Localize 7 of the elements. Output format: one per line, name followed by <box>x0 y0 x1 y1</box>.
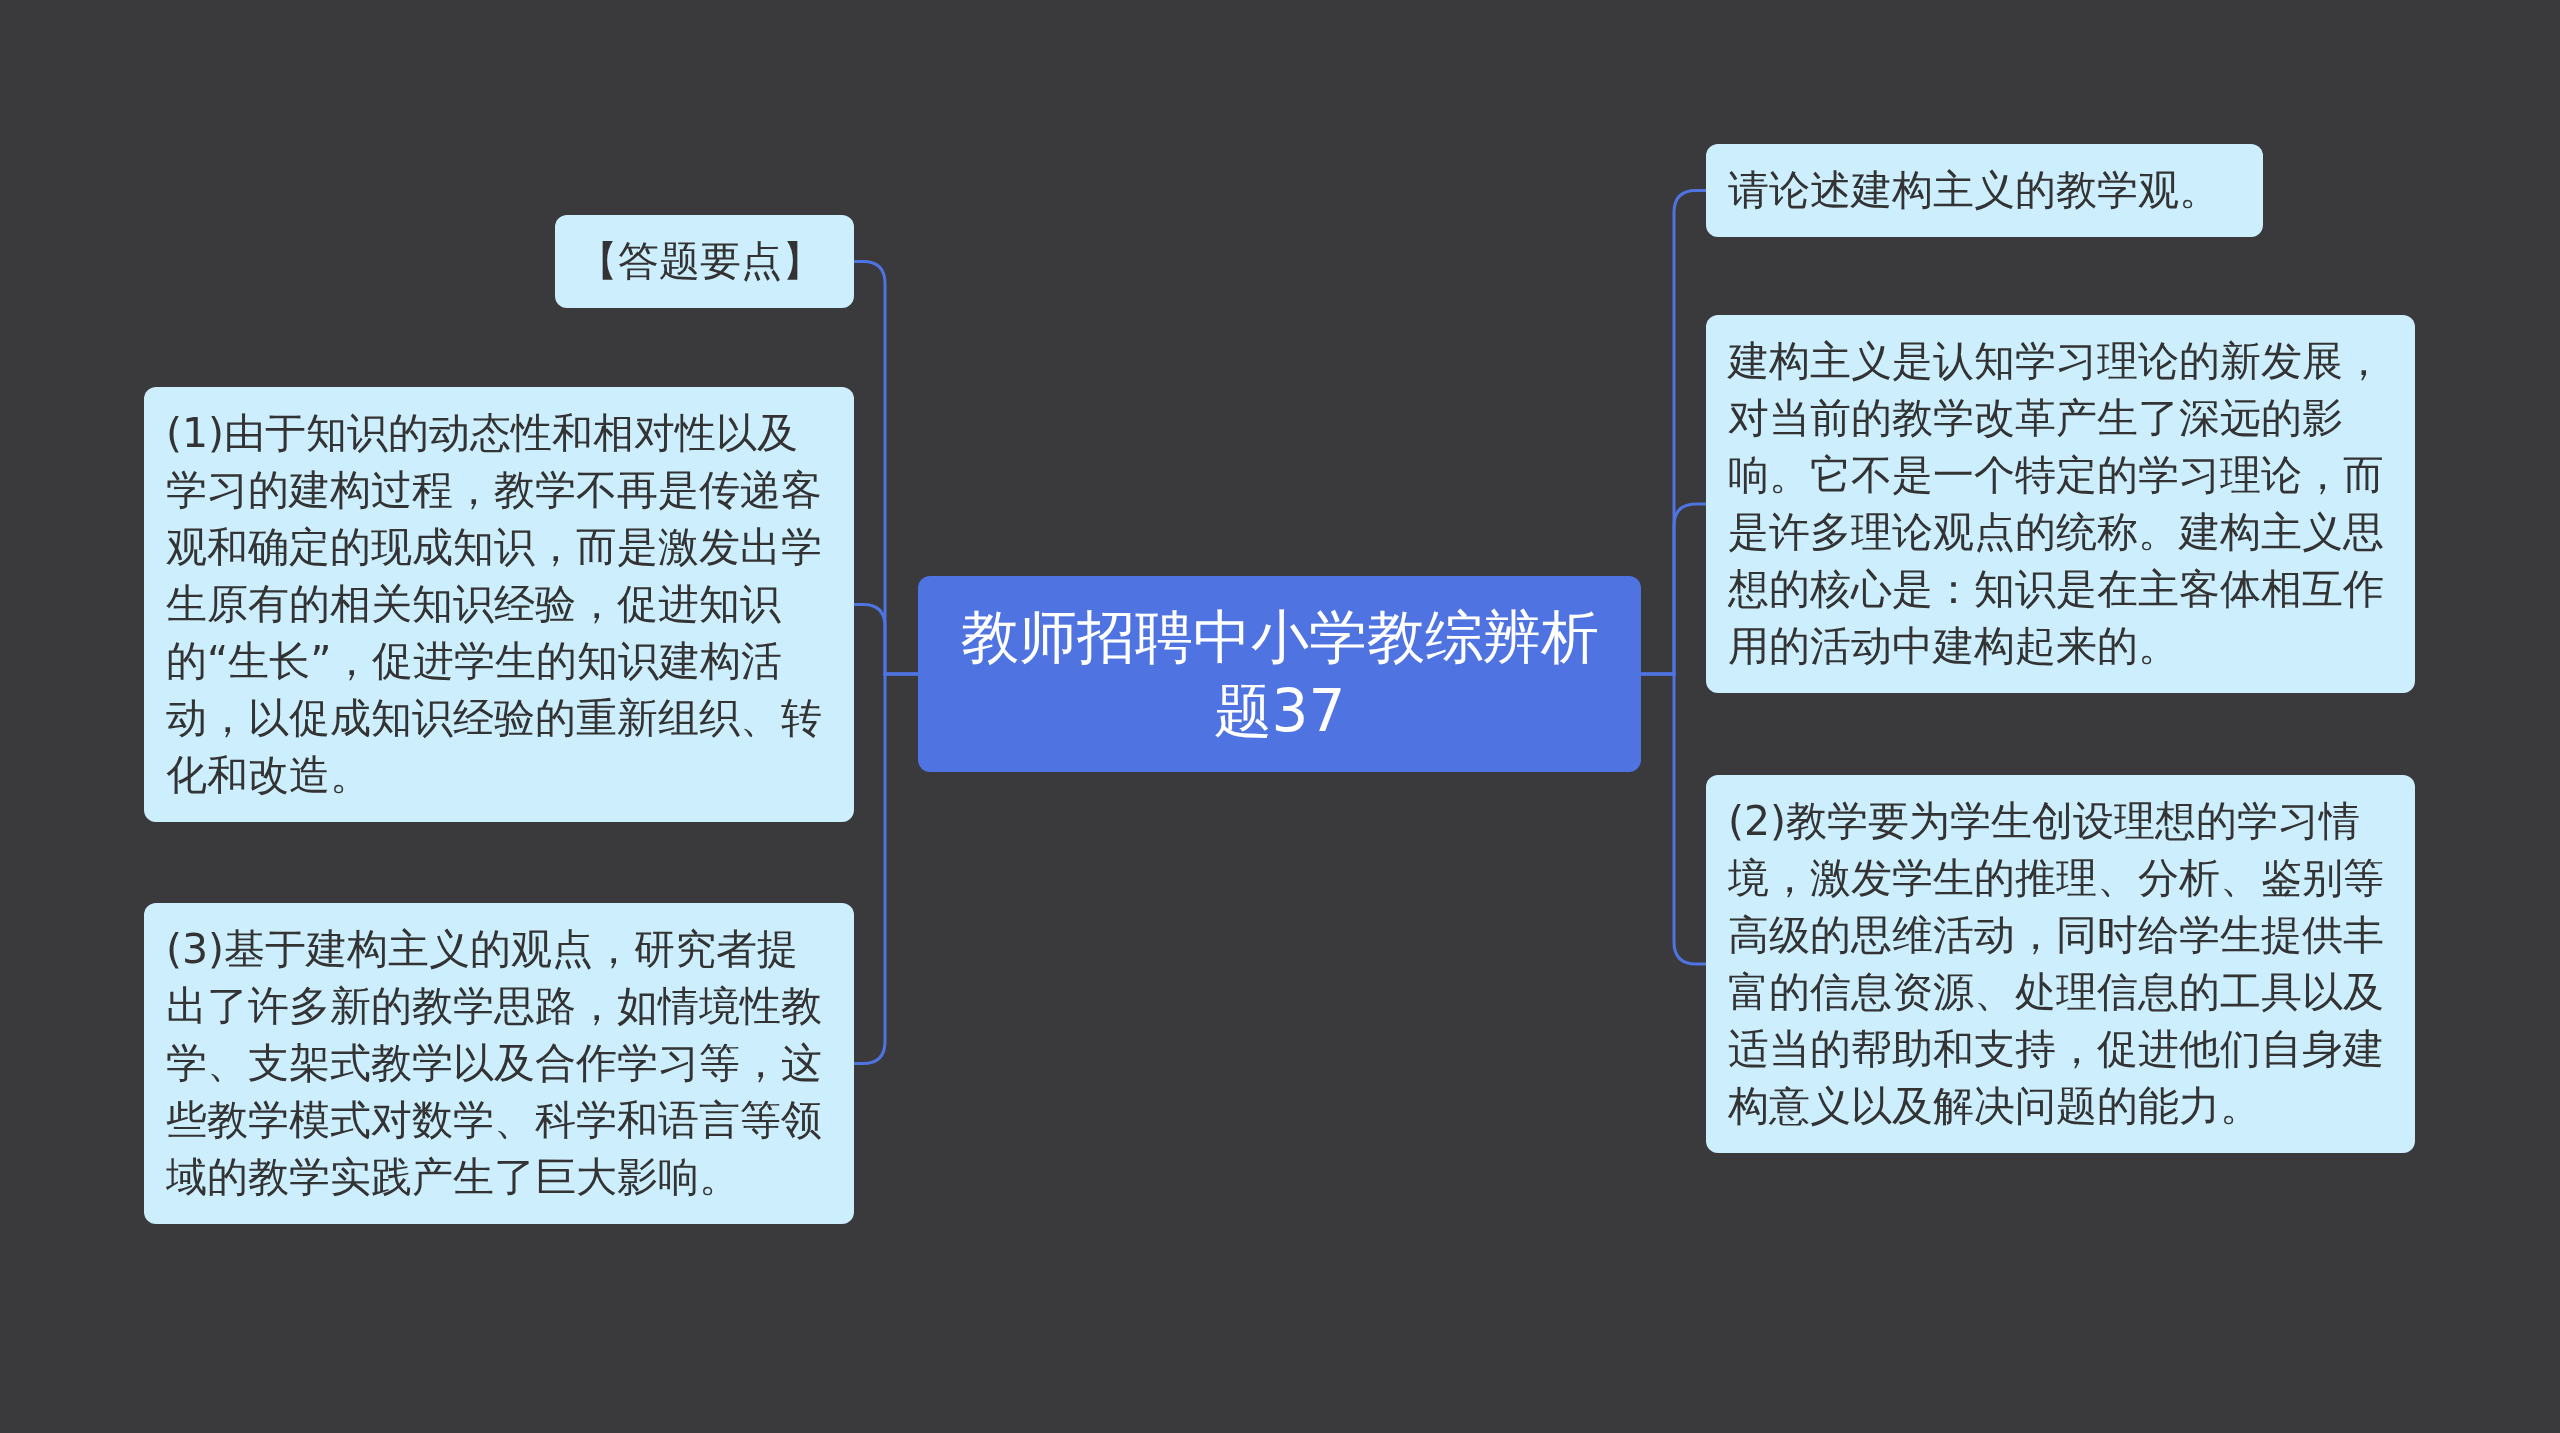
topic-box: 【答题要点】 <box>555 215 854 308</box>
topic-box: (2)教学要为学生创设理想的学习情境，激发学生的推理、分析、鉴别等高级的思维活动，同时给学生提供丰富的信息资源、处理信息的工具以及适当的帮助和支持，促进他们自身建构意义以及解决问题的能力。 <box>1706 775 2415 1153</box>
topic-box: (1)由于知识的动态性和相对性以及学习的建构过程，教学不再是传递客观和确定的现成知识，而是激发出学生原有的相关知识经验，促进知识的“生长”，促进学生的知识建构活动，以促成知识经验的重新组织、转化和改造。 <box>144 387 854 822</box>
topic-box: 建构主义是认知学习理论的新发展，对当前的教学改革产生了深远的影响。它不是一个特定的学习理论，而是许多理论观点的统称。建构主义思想的核心是：知识是在主客体相互作用的活动中建构起来的。 <box>1706 315 2415 693</box>
topic-box: (3)基于建构主义的观点，研究者提出了许多新的教学思路，如情境性教学、支架式教学以及合作学习等，这些教学模式对数学、科学和语言等领域的教学实践产生了巨大影响。 <box>144 903 854 1224</box>
topic-box: 教师招聘中小学教综辨析题37 <box>918 576 1641 772</box>
topic-box: 请论述建构主义的教学观。 <box>1706 144 2263 237</box>
